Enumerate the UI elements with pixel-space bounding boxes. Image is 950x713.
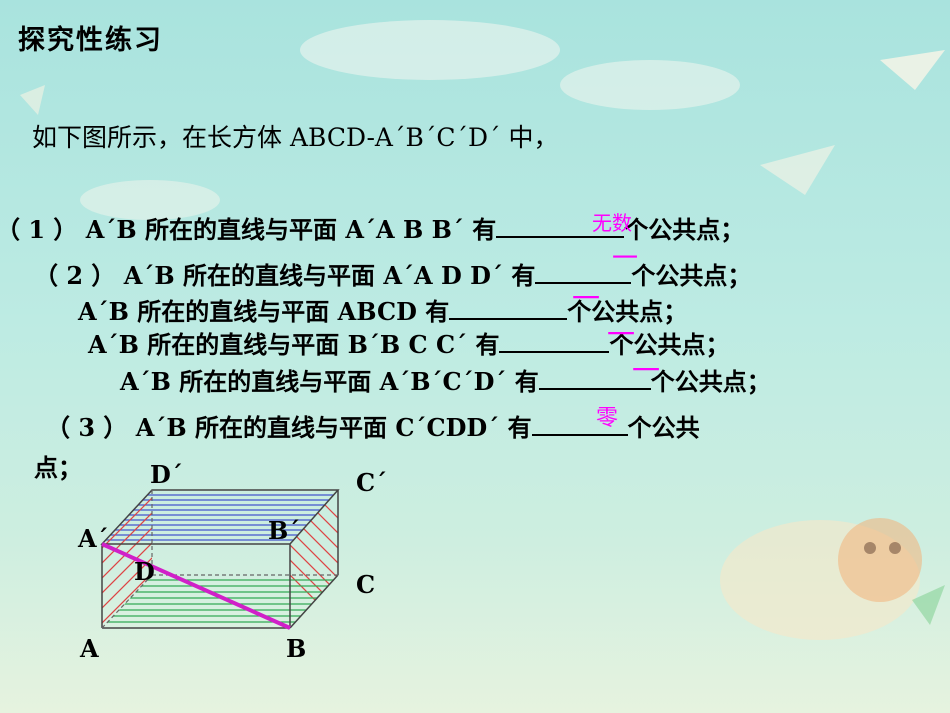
background-cloud: [560, 60, 740, 110]
answer-blank: [496, 212, 625, 238]
question-3: （ 3 ） A´B 所在的直线与平面 C´CDD´ 有 个公共: [46, 408, 700, 443]
question-2d-suffix: 个公共点；: [650, 367, 771, 396]
question-2c: A´B 所在的直线与平面 B´B C C´ 有 个公共点；: [88, 325, 729, 360]
question-1: （ 1 ） A´B 所在的直线与平面 A´A B B´ 有 个公共点；: [0, 210, 744, 245]
vertex-label-D: D: [134, 557, 155, 586]
answer-blank: [499, 327, 610, 353]
question-2b-text: A´B 所在的直线与平面 ABCD 有: [78, 297, 450, 326]
question-1-suffix: 个公共点；: [624, 215, 745, 244]
question-2d-text: A´B 所在的直线与平面 A´B´C´D´ 有: [120, 367, 539, 396]
question-3-suffix: 个公共: [627, 413, 700, 442]
answer-blank: [449, 294, 568, 320]
answer-q2a: 一: [612, 244, 639, 274]
question-2b: A´B 所在的直线与平面 ABCD 有 个公共点；: [78, 292, 687, 327]
vertex-label-A1: A´: [78, 524, 109, 553]
answer-q3: 零: [596, 406, 619, 431]
vertex-label-A: A: [80, 634, 99, 663]
answer-blank: [538, 364, 651, 390]
vertex-label-B1: B´: [268, 516, 301, 545]
question-2a: （ 2 ） A´B 所在的直线与平面 A´A D D´ 有 个公共点；: [34, 256, 751, 291]
answer-q2b: 一: [572, 282, 601, 315]
background-cloud: [80, 180, 220, 220]
diagonal-line: [101, 542, 291, 630]
question-2d: A´B 所在的直线与平面 A´B´C´D´ 有 个公共点；: [120, 362, 771, 397]
question-2a-suffix: 个公共点；: [631, 261, 752, 290]
question-2c-suffix: 个公共点；: [609, 330, 730, 359]
question-1-text: （ 1 ） A´B 所在的直线与平面 A´A B B´ 有: [0, 215, 497, 244]
answer-q2d: 一: [632, 354, 661, 387]
answer-q2c: 一: [607, 318, 636, 351]
page-title: 探究性练习: [18, 25, 163, 56]
question-2b-suffix: 个公共点；: [567, 297, 688, 326]
vertex-label-C: C: [356, 570, 376, 599]
answer-blank: [535, 258, 632, 284]
intro-text: 如下图所示，在长方体 ABCD-A´B´C´D´ 中，: [32, 123, 559, 152]
answer-q1: 无数: [592, 211, 632, 235]
vertex-label-B: B: [286, 634, 307, 663]
question-2a-text: （ 2 ） A´B 所在的直线与平面 A´A D D´ 有: [34, 261, 536, 290]
answer-blank: [531, 410, 628, 436]
background-cloud: [300, 20, 560, 80]
vertex-label-C1: C´: [356, 468, 388, 497]
vertex-label-D1: D´: [150, 460, 183, 489]
question-2c-text: A´B 所在的直线与平面 B´B C C´ 有: [88, 330, 500, 359]
question-3-suffix-line2: 点；: [34, 453, 82, 482]
question-3-text: （ 3 ） A´B 所在的直线与平面 C´CDD´ 有: [46, 413, 532, 442]
